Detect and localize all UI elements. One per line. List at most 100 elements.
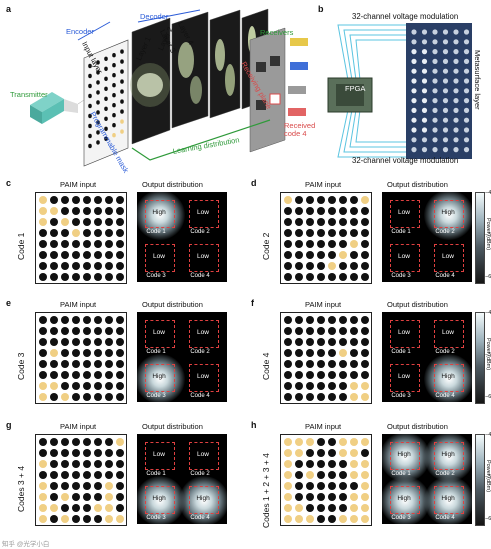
metasurface-element <box>432 58 438 64</box>
meta-atom-off <box>350 327 358 335</box>
output-level-label: Low <box>197 329 209 336</box>
meta-atom-off <box>116 240 124 248</box>
receiver-region <box>390 200 420 228</box>
paim-input-title: PAIM input <box>60 422 97 431</box>
mask-dot <box>96 80 100 85</box>
meta-atom-off <box>306 207 314 215</box>
mask-dot <box>112 73 116 78</box>
meta-atom-off <box>295 218 303 226</box>
meta-atom-off <box>306 382 314 390</box>
meta-atom-off <box>339 471 347 479</box>
meta-atom-off <box>94 515 102 523</box>
meta-atom-on <box>361 515 369 523</box>
meta-atom-off <box>339 316 347 324</box>
meta-atom-off <box>61 262 69 270</box>
fpga-chip <box>327 77 373 113</box>
meta-atom-on <box>284 471 292 479</box>
mask-dot <box>88 133 92 139</box>
receivers-label: Receivers <box>260 28 294 37</box>
meta-atom-off <box>61 229 69 237</box>
meta-atom-off <box>295 196 303 204</box>
power-colorbar <box>475 434 485 526</box>
meta-atom-off <box>361 360 369 368</box>
meta-atom-off <box>284 207 292 215</box>
metasurface-element <box>411 39 417 45</box>
receiver-region <box>189 320 219 348</box>
meta-atom-off <box>94 207 102 215</box>
meta-atom-off <box>328 471 336 479</box>
meta-atom-off <box>295 273 303 281</box>
metasurface-element <box>411 49 417 55</box>
meta-atom-on <box>284 504 292 512</box>
code-region-label: Code 3 <box>391 393 411 399</box>
meta-atom-off <box>72 240 80 248</box>
meta-atom-off <box>339 229 347 237</box>
metasurface-element <box>453 107 459 113</box>
meta-atom-off <box>116 349 124 357</box>
fpga-label: FPGA <box>345 84 366 93</box>
receiver-region <box>434 244 464 272</box>
meta-atom-off <box>105 316 113 324</box>
meta-atom-off <box>72 218 80 226</box>
meta-atom-off <box>83 349 91 357</box>
code-region-label: Code 2 <box>190 349 210 355</box>
colorbar-tick-mid: −50 <box>485 474 491 480</box>
code-side-label: Code 2 <box>261 232 271 260</box>
meta-atom-off <box>339 504 347 512</box>
meta-atom-off <box>306 273 314 281</box>
meta-atom-off <box>317 229 325 237</box>
meta-atom-off <box>317 471 325 479</box>
metasurface-element <box>453 147 459 153</box>
code-region-label: Code 3 <box>146 515 166 521</box>
metasurface-element <box>442 29 449 35</box>
meta-atom-off <box>94 371 102 379</box>
mask-dot <box>88 143 92 149</box>
meta-atom-off <box>328 371 336 379</box>
meta-atom-off <box>295 251 303 259</box>
meta-atom-on <box>284 438 292 446</box>
metasurface-element <box>421 49 428 55</box>
metasurface-element <box>463 127 470 133</box>
metasurface-element <box>421 117 428 123</box>
paim-input-title: PAIM input <box>60 300 97 309</box>
meta-atom-off <box>116 316 124 324</box>
meta-atom-off <box>284 273 292 281</box>
meta-atom-off <box>83 393 91 401</box>
meta-atom-off <box>306 196 314 204</box>
meta-atom-off <box>339 382 347 390</box>
meta-atom-off <box>350 482 358 490</box>
meta-atom-off <box>116 273 124 281</box>
metasurface-element <box>421 78 428 84</box>
meta-atom-off <box>94 360 102 368</box>
meta-atom-off <box>306 360 314 368</box>
mask-dot <box>96 90 100 95</box>
meta-atom-off <box>61 207 69 215</box>
meta-atom-off <box>105 382 113 390</box>
meta-atom-off <box>94 382 102 390</box>
meta-atom-off <box>317 382 325 390</box>
meta-atom-on <box>72 229 80 237</box>
mask-dot <box>104 76 108 82</box>
meta-atom-off <box>328 338 336 346</box>
meta-atom-off <box>116 371 124 379</box>
meta-atom-on <box>284 515 292 523</box>
receivers-icon <box>288 38 308 116</box>
code-region-label: Code 2 <box>190 471 210 477</box>
meta-atom-off <box>83 207 91 215</box>
code-region-label: Code 4 <box>435 273 455 279</box>
receiver-region <box>145 320 175 348</box>
meta-atom-off <box>50 262 58 270</box>
meta-atom-off <box>50 273 58 281</box>
output-level-label: Low <box>153 451 165 458</box>
meta-atom-off <box>72 316 80 324</box>
meta-atom-off <box>317 460 325 468</box>
meta-atom-off <box>94 196 102 204</box>
output-distribution-title: Output distribution <box>142 180 203 189</box>
meta-atom-off <box>317 251 325 259</box>
meta-atom-off <box>61 449 69 457</box>
meta-atom-off <box>350 207 358 215</box>
